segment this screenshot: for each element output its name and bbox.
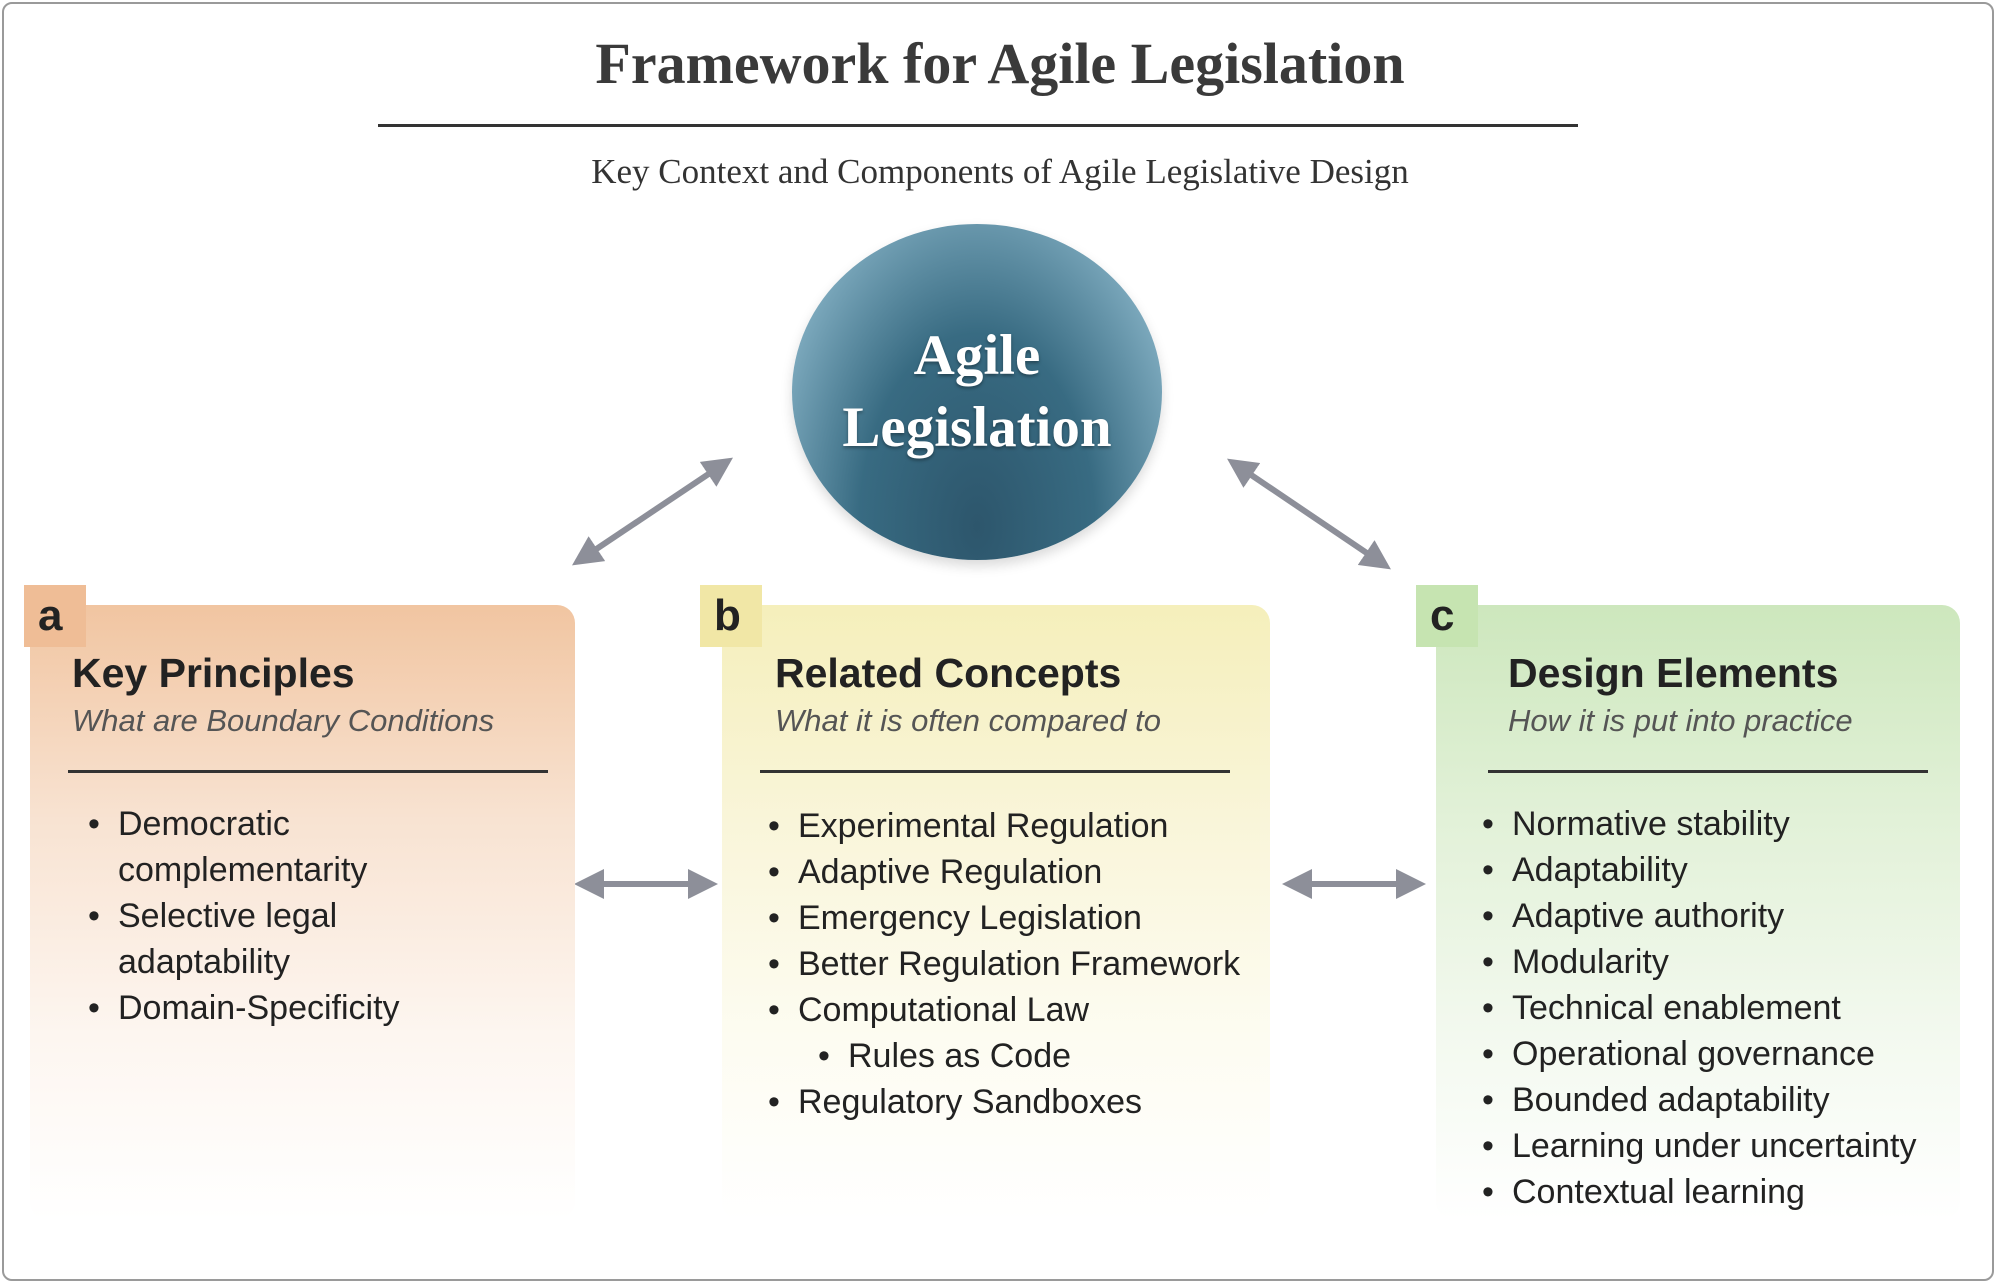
list-item: Bounded adaptability	[1482, 1077, 1952, 1123]
list-item: Adaptive authority	[1482, 893, 1952, 939]
panel-divider-b	[760, 770, 1230, 773]
list-item: Adaptive Regulation	[768, 849, 1268, 895]
list-item: Technical enablement	[1482, 985, 1952, 1031]
panel-tag-b: b	[700, 585, 762, 647]
list-item: Computational Law	[768, 987, 1268, 1033]
list-item: Better Regulation Framework	[768, 941, 1268, 987]
list-item: Domain-Specificity	[88, 985, 508, 1031]
panel-list-a: Democratic complementarity Selective leg…	[88, 801, 508, 1031]
panel-subheading-c: How it is put into practice	[1508, 703, 1853, 738]
panel-heading-b: Related Concepts	[775, 650, 1122, 696]
agile-legislation-hub: Agile Legislation	[792, 224, 1162, 560]
panel-divider-a	[68, 770, 548, 773]
list-item: Learning under uncertainty	[1482, 1123, 1952, 1169]
list-item: Adaptability	[1482, 847, 1952, 893]
title-divider	[378, 124, 1578, 127]
panel-subheading-a: What are Boundary Conditions	[72, 703, 495, 738]
list-item: Experimental Regulation	[768, 803, 1268, 849]
list-item: Contextual learning	[1482, 1169, 1952, 1215]
list-item-sub: Rules as Code	[818, 1033, 1268, 1079]
panel-list-b: Experimental Regulation Adaptive Regulat…	[768, 803, 1268, 1125]
panel-heading-a: Key Principles	[72, 650, 355, 696]
hub-label: Agile Legislation	[842, 324, 1112, 459]
panel-subheading-b: What it is often compared to	[775, 703, 1161, 738]
panel-tag-c: c	[1416, 585, 1478, 647]
panel-list-c: Normative stability Adaptability Adaptiv…	[1482, 801, 1952, 1215]
diagram-subtitle: Key Context and Components of Agile Legi…	[591, 152, 1409, 191]
list-item: Emergency Legislation	[768, 895, 1268, 941]
panel-tag-a: a	[24, 585, 86, 647]
list-item: Democratic complementarity	[88, 801, 508, 893]
list-item: Normative stability	[1482, 801, 1952, 847]
list-item: Selective legal adaptability	[88, 893, 508, 985]
list-item: Modularity	[1482, 939, 1952, 985]
panel-divider-c	[1488, 770, 1928, 773]
panel-heading-c: Design Elements	[1508, 650, 1839, 696]
diagram-title: Framework for Agile Legislation	[595, 31, 1405, 96]
list-item: Regulatory Sandboxes	[768, 1079, 1268, 1125]
list-item: Operational governance	[1482, 1031, 1952, 1077]
